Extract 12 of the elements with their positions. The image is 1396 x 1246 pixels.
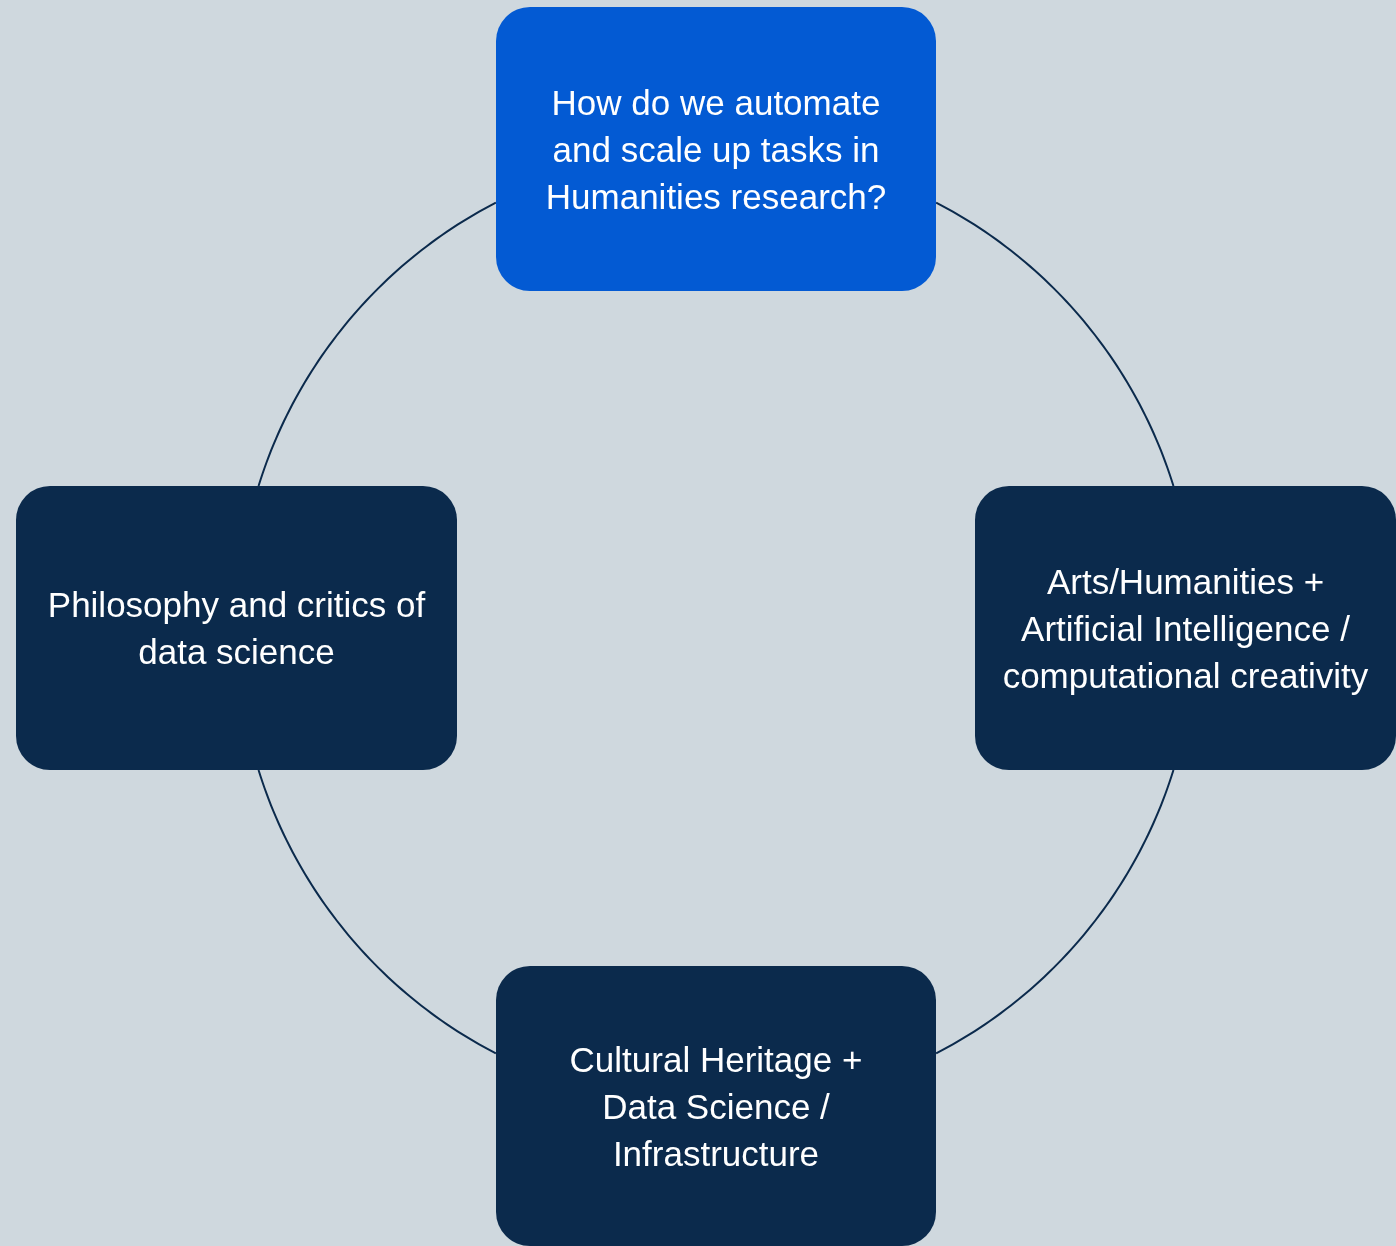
box-text: Cultural Heritage + Data Science / Infrastructure: [568, 1038, 864, 1175]
box-text: Arts/Humanities + Artificial Intelligence / computational creativity: [1001, 560, 1370, 697]
box-text: How do we automate and scale up tasks in Humanities research?: [544, 81, 888, 218]
connector-arc: [257, 201, 497, 487]
topic-box: [496, 7, 936, 291]
topic-box: [16, 486, 457, 770]
topic-box: [975, 486, 1396, 770]
connector-arc: [935, 769, 1175, 1055]
connector-arc: [257, 769, 497, 1055]
connector-arc: [935, 201, 1175, 487]
topic-box: [496, 966, 936, 1246]
box-text: Philosophy and critics of data science: [46, 584, 427, 673]
